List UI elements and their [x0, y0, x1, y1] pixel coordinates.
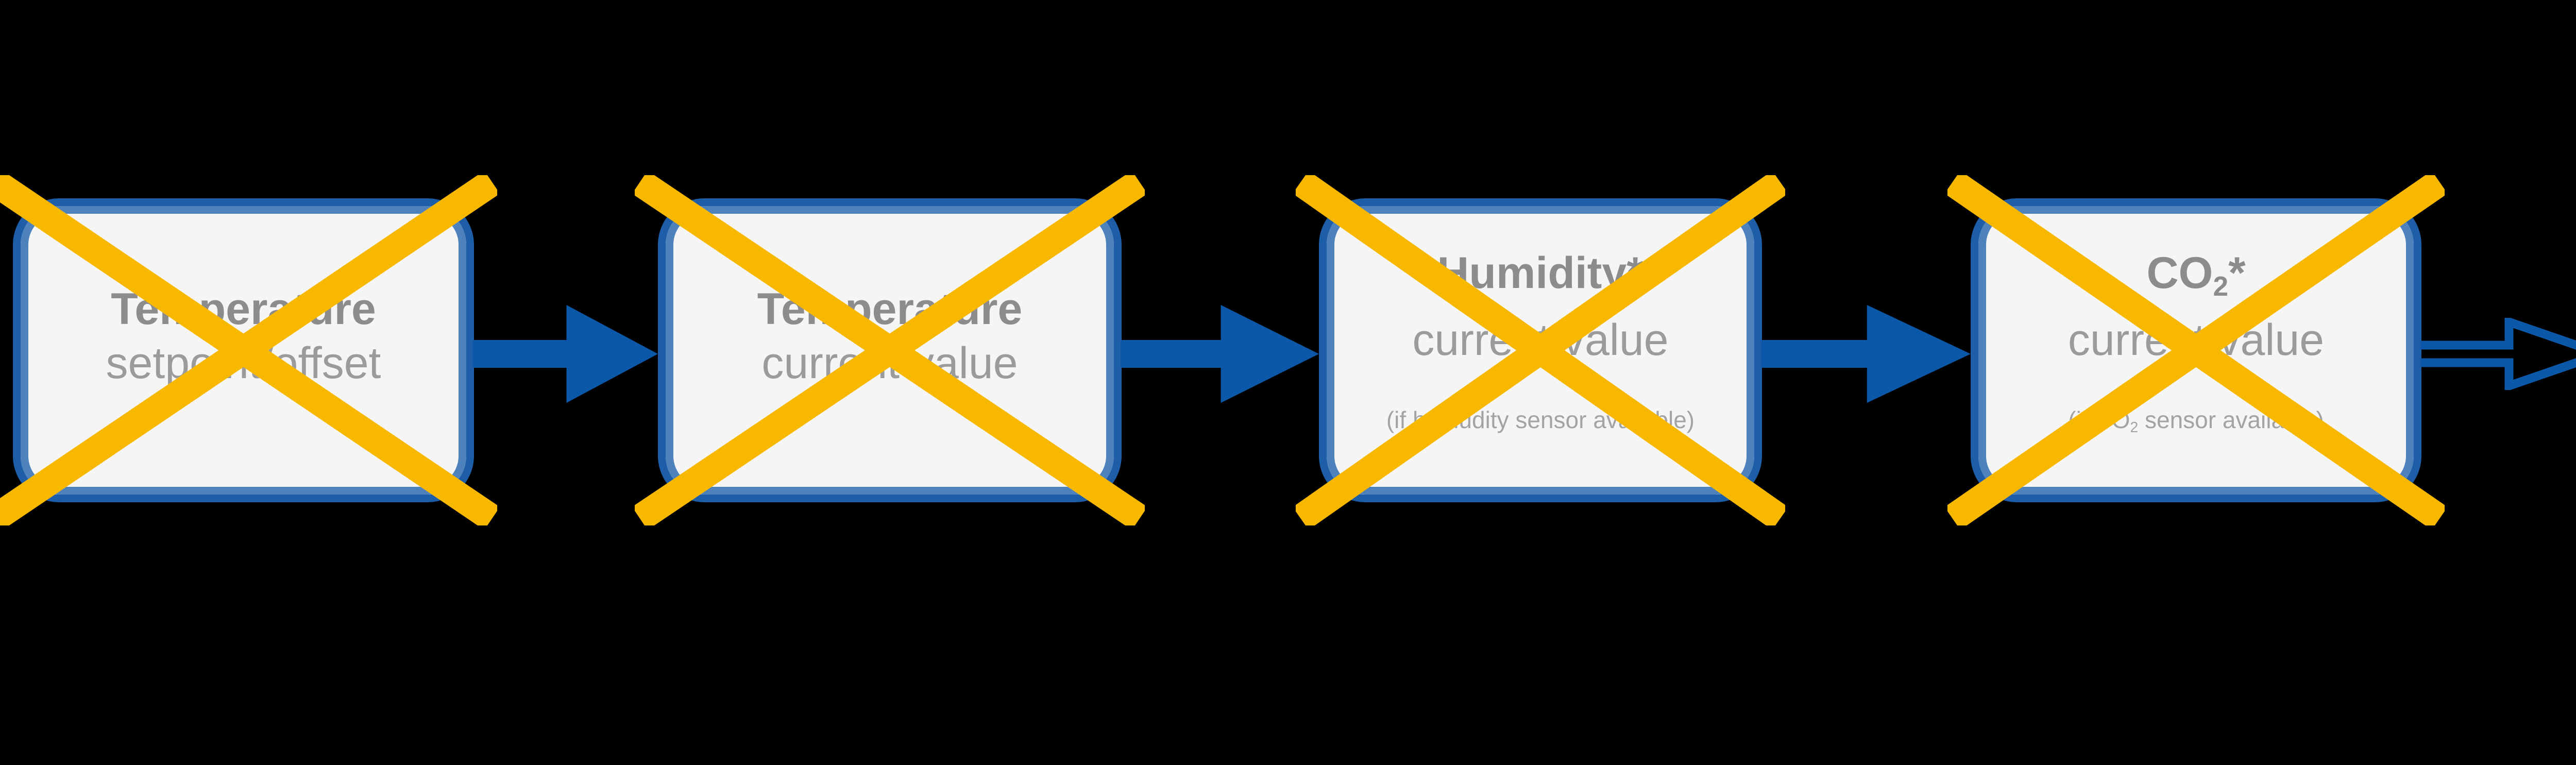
box-subtitle: current value	[2067, 315, 2325, 365]
box-title: Temperature	[757, 284, 1023, 334]
flow-arrow-2	[1121, 305, 1319, 403]
box-title: Temperature	[111, 284, 376, 334]
flow-arrow-3	[1761, 305, 1971, 403]
box-title: CO2*	[1978, 251, 2414, 309]
co2-note-subscript: 2	[2130, 419, 2139, 436]
co2-note-pre: (if CO	[2068, 406, 2130, 433]
hollow-flow-arrow-1	[2420, 318, 2576, 390]
box-title: Humidity*	[1437, 248, 1644, 298]
box-temperature-current-value: Temperature current value	[635, 175, 1145, 525]
co2-title-subscript: 2	[2213, 271, 2229, 302]
box-subtitle: setpoint/offset	[106, 338, 381, 388]
co2-note-post: sensor available)	[2138, 406, 2324, 433]
box-note: (if humudity sensor available)	[1386, 406, 1695, 433]
flow-arrow-1	[473, 305, 658, 403]
box-subtitle: current value	[761, 338, 1018, 388]
co2-title-asterisk: *	[2228, 248, 2246, 298]
co2-title-main: CO	[2146, 248, 2213, 298]
box-co2-current-value: CO2* current value (if CO2 sensor availa…	[1947, 175, 2445, 525]
box-note: (if CO2 sensor available)	[1978, 408, 2414, 439]
box-temperature-setpoint-offset: Temperature setpoint/offset	[0, 175, 497, 525]
box-humidity-current-value: Humidity* current value (if humudity sen…	[1296, 175, 1785, 525]
box-subtitle: current value	[1412, 315, 1669, 365]
